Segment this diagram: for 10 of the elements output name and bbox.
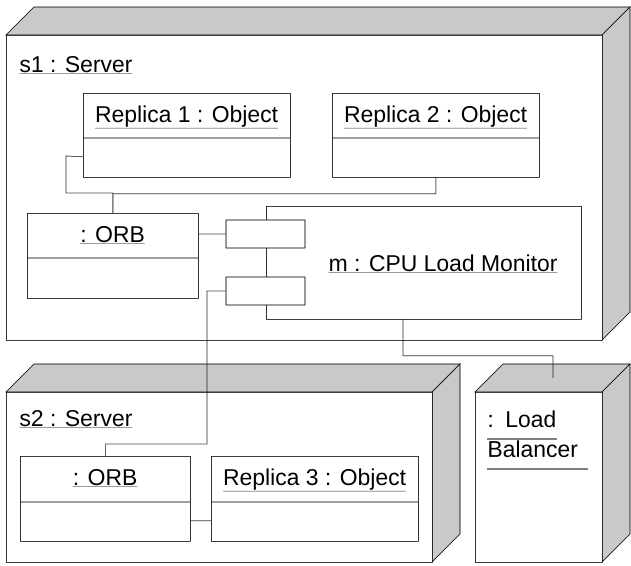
component-box: m : CPU Load Monitor [226,206,582,320]
connector-line [190,520,212,522]
connector-line [105,290,226,456]
object-box: Replica 2 : Object [332,93,540,178]
object-box: Replica 1 : Object [82,93,291,178]
object-box: Replica 3 : Object [210,456,419,542]
connector-line [112,178,436,214]
object-box: : ORB [20,456,191,542]
object-box: : ORB [26,213,199,299]
connector-line [402,320,554,378]
